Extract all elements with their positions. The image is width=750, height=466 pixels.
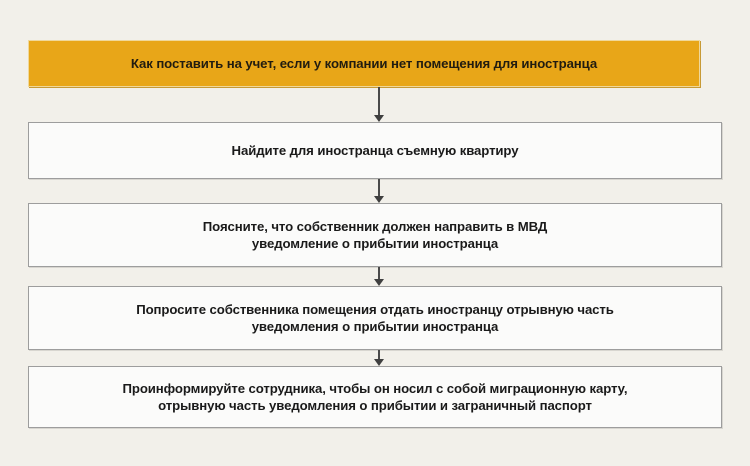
flowchart-node-step-3-label: Попросите собственника помещения отдать … <box>136 301 614 334</box>
arrow-down-icon <box>373 196 384 203</box>
arrow-down-icon <box>373 115 384 122</box>
flowchart-connector-1 <box>371 87 386 122</box>
flowchart-node-step-4: Проинформируйте сотрудника, чтобы он нос… <box>28 366 722 428</box>
flowchart-node-title-label: Как поставить на учет, если у компании н… <box>130 55 598 71</box>
flowchart-node-step-4-label: Проинформируйте сотрудника, чтобы он нос… <box>122 380 628 413</box>
flowchart-node-step-1-label: Найдите для иностранца съемную квартиру <box>231 142 519 158</box>
arrow-stem <box>378 87 380 115</box>
arrow-stem <box>378 350 380 359</box>
arrow-stem <box>378 267 380 279</box>
arrow-down-icon <box>373 359 384 366</box>
flowchart-connector-3 <box>371 267 386 286</box>
flowchart-node-step-2: Поясните, что собственник должен направи… <box>28 203 722 267</box>
flowchart-connector-2 <box>371 179 386 203</box>
flowchart-node-step-3: Попросите собственника помещения отдать … <box>28 286 722 350</box>
flowchart-node-step-1: Найдите для иностранца съемную квартиру <box>28 122 722 179</box>
arrow-stem <box>378 179 380 196</box>
flowchart-node-title: Как поставить на учет, если у компании н… <box>28 40 700 87</box>
arrow-down-icon <box>373 279 384 286</box>
flowchart-node-step-2-label: Поясните, что собственник должен направи… <box>202 218 548 251</box>
flowchart-connector-4 <box>371 350 386 366</box>
